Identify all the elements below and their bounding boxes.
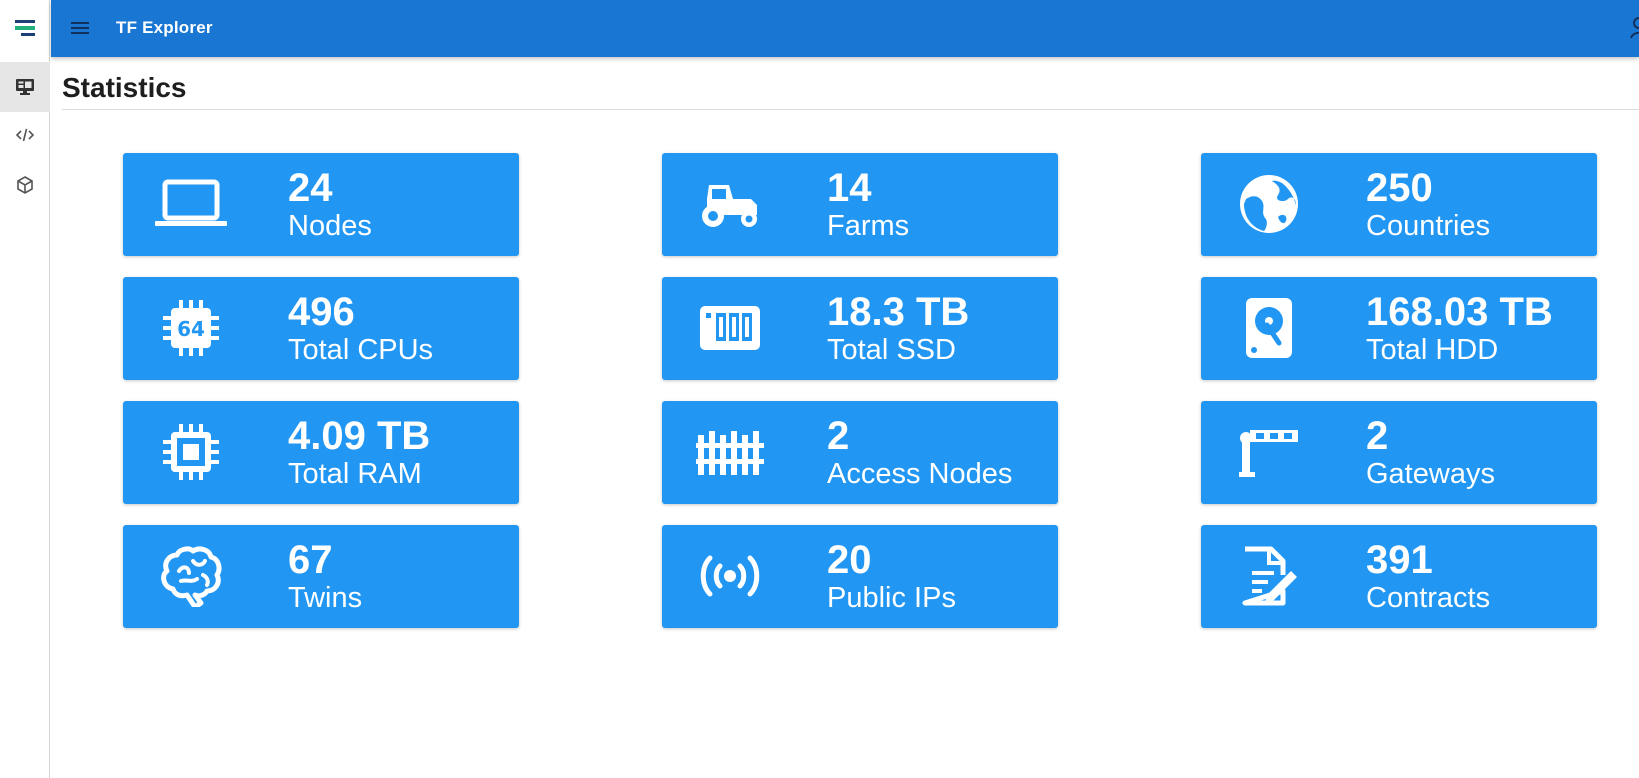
stat-label: Gateways	[1366, 458, 1495, 490]
app-logo[interactable]	[0, 0, 50, 56]
stat-value: 496	[288, 290, 355, 334]
stat-value: 20	[827, 538, 872, 582]
tractor-icon	[692, 171, 768, 237]
stat-card-nodes: 24 Nodes	[123, 153, 519, 256]
stat-value: 18.3 TB	[827, 290, 970, 334]
stat-label: Access Nodes	[827, 458, 1013, 490]
app-bar: TF Explorer	[51, 0, 1639, 57]
stat-value: 67	[288, 538, 333, 582]
stat-card-contracts: 391 Contracts	[1201, 525, 1597, 628]
stat-value: 250	[1366, 166, 1433, 210]
stat-card-total-cpus: 64 496 Total CPUs	[123, 277, 519, 380]
statistics-grid: 24 Nodes 14 Farms 250 Countr	[123, 153, 1597, 628]
stat-card-access-nodes: 2 Access Nodes	[662, 401, 1058, 504]
stat-card-total-ssd: 18.3 TB Total SSD	[662, 277, 1058, 380]
stat-label: Twins	[288, 582, 363, 614]
menu-icon	[71, 22, 89, 34]
stat-label: Total HDD	[1366, 334, 1499, 366]
account-icon	[1630, 17, 1639, 39]
ssd-icon	[692, 295, 768, 361]
stat-value: 14	[827, 166, 872, 210]
memory-chip-icon	[153, 419, 229, 485]
app-logo-icon	[15, 20, 35, 36]
stat-label: Total RAM	[288, 458, 422, 490]
brain-icon	[153, 543, 229, 609]
page-title: Statistics	[62, 72, 187, 103]
boom-barrier-icon	[1231, 419, 1307, 485]
stat-value: 2	[1366, 414, 1389, 458]
harddisk-icon	[1231, 295, 1307, 361]
title-divider	[62, 109, 1639, 110]
broadcast-icon	[692, 543, 768, 609]
file-sign-icon	[1231, 543, 1307, 609]
menu-button[interactable]	[61, 9, 99, 47]
rail-item-code[interactable]	[0, 110, 50, 160]
monitor-dashboard-icon	[16, 79, 34, 95]
laptop-icon	[153, 171, 229, 237]
account-icon-button[interactable]	[1629, 14, 1639, 42]
stat-card-total-hdd: 168.03 TB Total HDD	[1201, 277, 1597, 380]
stat-card-farms: 14 Farms	[662, 153, 1058, 256]
gate-icon	[692, 419, 768, 485]
globe-icon	[1231, 171, 1307, 237]
stat-value: 391	[1366, 538, 1433, 582]
stat-label: Total SSD	[827, 334, 956, 366]
cube-icon	[17, 176, 33, 194]
stat-label: Contracts	[1366, 582, 1491, 614]
stat-label: Countries	[1366, 210, 1491, 242]
stat-card-countries: 250 Countries	[1201, 153, 1597, 256]
rail-item-statistics[interactable]	[0, 62, 50, 112]
stat-label: Public IPs	[827, 582, 956, 614]
stat-label: Nodes	[288, 210, 372, 242]
stat-card-twins: 67 Twins	[123, 525, 519, 628]
stat-label: Total CPUs	[288, 334, 434, 366]
navigation-rail	[0, 0, 50, 778]
stat-label: Farms	[827, 210, 910, 242]
stat-card-gateways: 2 Gateways	[1201, 401, 1597, 504]
svg-text:64: 64	[177, 317, 205, 341]
stat-value: 168.03 TB	[1366, 290, 1553, 334]
rail-item-cube[interactable]	[0, 160, 50, 210]
stat-card-total-ram: 4.09 TB Total RAM	[123, 401, 519, 504]
stat-value: 4.09 TB	[288, 414, 431, 458]
stat-value: 24	[288, 166, 333, 210]
app-title: TF Explorer	[116, 18, 213, 37]
code-icon	[15, 128, 35, 142]
stat-value: 2	[827, 414, 850, 458]
cpu-64-icon: 64	[153, 295, 229, 361]
stat-card-public-ips: 20 Public IPs	[662, 525, 1058, 628]
